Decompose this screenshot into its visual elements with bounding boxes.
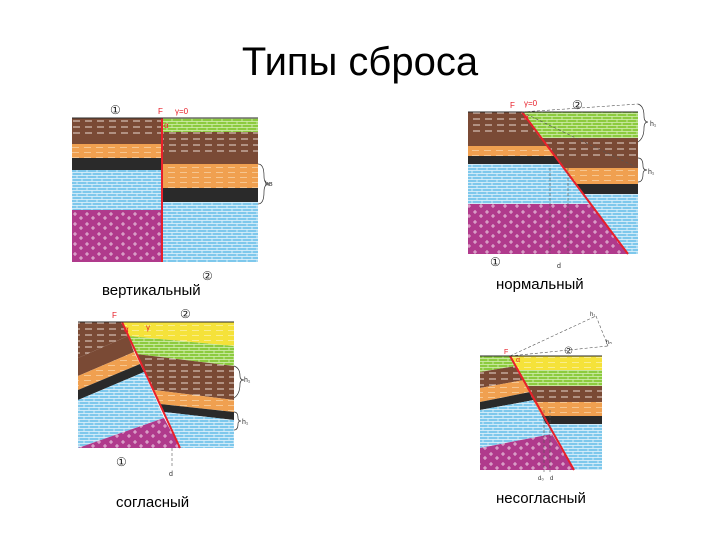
d0-label: d₀ [538,476,544,482]
h2-label: hₙ [606,340,612,346]
concordant-fault-diagram: F γ α ② h₁ h₁ ① d [78,307,251,478]
left-block-layers [468,112,628,254]
normal-fault-diagram: F γ=0 ② α h₁ h₁ ① d [468,98,657,270]
block1-label: ① [110,103,121,117]
block2-label: ② [564,346,573,357]
h1-label: h₁ [590,312,595,318]
hv-label: hв [265,181,273,188]
dashed-guide-2 [521,111,639,169]
right-block-layers [510,356,602,470]
fault-line [509,355,575,471]
right-block-layers [522,112,638,254]
hv-brace [257,163,270,205]
fault-label: F [510,101,515,110]
fault-label: F [112,311,117,320]
dashed-guide-3 [595,315,609,347]
h1-label: h₁ [650,121,657,128]
alpha-label: α [516,357,520,364]
block2-label: ② [202,269,213,283]
right-block-layers [162,118,258,262]
fault-line [521,111,629,255]
h1-brace [637,103,649,143]
left-block-layers [78,322,180,448]
h2-brace [233,411,242,431]
vertical-fault-diagram: ① F γ=0 α hв ② [72,103,273,283]
left-block-layers [72,118,162,262]
h2-brace [637,157,648,183]
block1-label: ① [116,455,127,469]
fault-line [121,321,181,449]
block2-label: ② [572,98,583,112]
dashed-guide-2 [509,345,609,357]
block2-label: ② [180,307,191,321]
caption-vertical: вертикальный [102,282,201,299]
caption-normal: нормальный [496,276,584,293]
fault-label: F [504,349,508,356]
h1-brace [233,365,245,399]
gamma-label: γ=0 [524,99,538,108]
fault-label: F [158,107,163,116]
d-label: d [169,471,173,478]
gamma-label: γ [146,323,150,332]
dashed-guide-1 [521,103,639,113]
dashed-guide-1 [509,315,597,357]
d-label: d [557,263,561,270]
alpha-label: α [524,113,529,122]
block1-label: ① [490,255,501,269]
discordant-fault-diagram: h₁ hₙ F α ② d₀ d [480,312,612,482]
left-block-layers [480,356,574,470]
h2-label: h₁ [242,419,249,426]
alpha-label: α [164,121,169,130]
h1-label: h₁ [244,377,251,384]
d-label: d [550,476,553,482]
h2-label: h₁ [648,169,655,176]
slide-title: Типы сброса [241,40,479,84]
alpha-label: α [124,325,129,334]
caption-discordant: несогласный [496,490,586,507]
caption-concordant: согласный [116,494,190,511]
gamma-label: γ=0 [175,107,189,116]
right-block-layers [122,322,234,448]
